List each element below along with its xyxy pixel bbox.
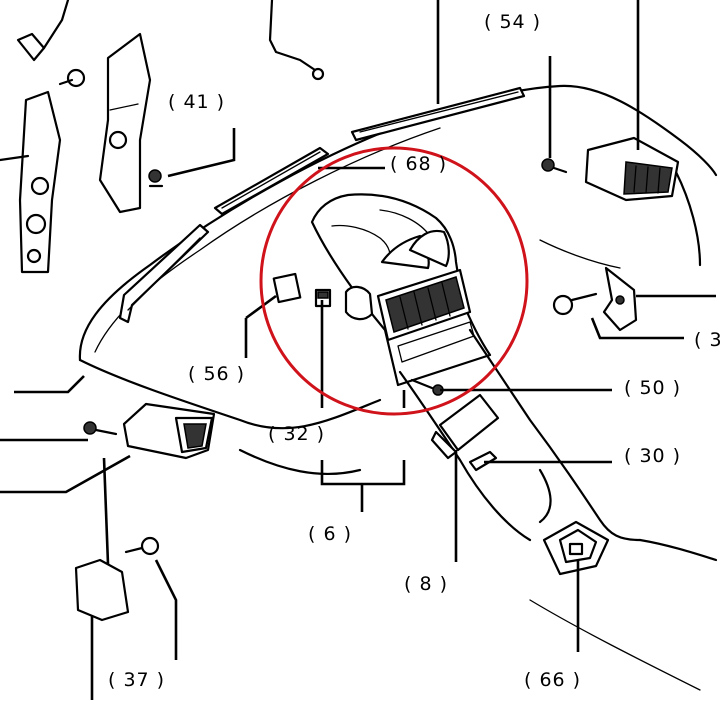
highlight-circle bbox=[259, 146, 529, 416]
part-30-clip bbox=[468, 450, 498, 472]
part-37-bracket bbox=[74, 536, 160, 622]
screw-54 bbox=[541, 158, 568, 174]
callout-68: ( 68 ) bbox=[390, 153, 447, 175]
part-50-screw bbox=[410, 378, 444, 396]
leader-lines bbox=[0, 0, 716, 700]
callout-8: ( 8 ) bbox=[404, 573, 448, 595]
callout-labels: ( 54 ) ( 41 ) ( 68 ) ( 56 ) ( 32 ) ( 6 )… bbox=[108, 11, 720, 691]
part-8-bracket bbox=[430, 393, 500, 460]
callout-6: ( 6 ) bbox=[308, 523, 352, 545]
part-3-bracket bbox=[552, 266, 638, 332]
defroster-vent-strips bbox=[118, 86, 526, 324]
callout-37: ( 37 ) bbox=[108, 669, 165, 691]
callout-54: ( 54 ) bbox=[484, 11, 541, 33]
callout-66: ( 66 ) bbox=[524, 669, 581, 691]
part-66-cup bbox=[542, 520, 610, 576]
callout-50: ( 50 ) bbox=[624, 377, 681, 399]
callout-41: ( 41 ) bbox=[168, 91, 225, 113]
callout-30: ( 30 ) bbox=[624, 445, 681, 467]
screw-left bbox=[83, 421, 118, 436]
callout-56: ( 56 ) bbox=[188, 363, 245, 385]
part-32-clip bbox=[314, 288, 332, 308]
left-upper-brackets bbox=[0, 0, 152, 274]
part-54-side-vent bbox=[584, 136, 680, 202]
screw-41 bbox=[148, 169, 164, 188]
part-56-clip bbox=[272, 272, 302, 304]
center-console-bezel bbox=[310, 193, 492, 387]
callout-3: ( 3 bbox=[694, 329, 720, 351]
callout-32: ( 32 ) bbox=[268, 423, 325, 445]
top-harness bbox=[268, 0, 325, 81]
left-side-vent bbox=[122, 402, 216, 460]
